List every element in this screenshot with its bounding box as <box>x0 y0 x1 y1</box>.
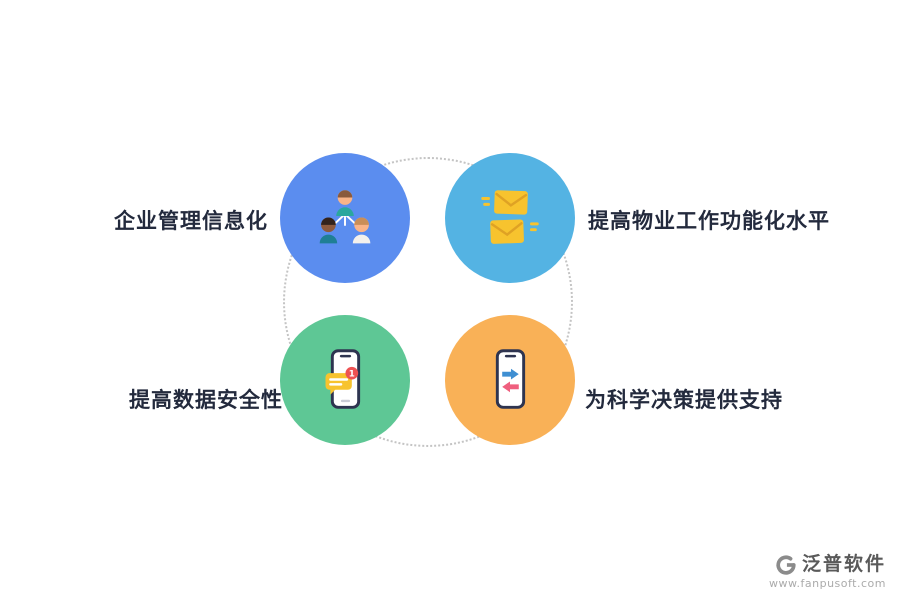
notification-badge-count: 1 <box>349 369 355 379</box>
feature-circle-bottom-right <box>445 315 575 445</box>
feature-circle-top-right <box>445 153 575 283</box>
brand-footer: 泛普软件 www.fanpusoft.com <box>769 553 886 590</box>
mail-icon <box>481 190 539 244</box>
dotted-connector-ring <box>283 157 573 447</box>
team-icon <box>319 190 371 244</box>
phone-chat-icon: 1 <box>325 349 361 409</box>
feature-label-top-right: 提高物业工作功能化水平 <box>588 209 830 233</box>
feature-label-top-left: 企业管理信息化 <box>114 209 268 233</box>
feature-label-bottom-left: 提高数据安全性 <box>129 388 283 412</box>
brand-name: 泛普软件 <box>801 553 886 576</box>
feature-label-bottom-right: 为科学决策提供支持 <box>585 388 783 412</box>
arrow-left-icon <box>502 381 519 393</box>
feature-circle-bottom-left: 1 <box>280 315 410 445</box>
feature-circle-top-left <box>280 153 410 283</box>
arrow-right-icon <box>502 368 519 380</box>
phone-transfer-icon <box>495 349 526 409</box>
notification-badge <box>345 366 359 380</box>
brand-url: www.fanpusoft.com <box>769 577 886 590</box>
fanpu-logo-icon <box>776 555 796 575</box>
